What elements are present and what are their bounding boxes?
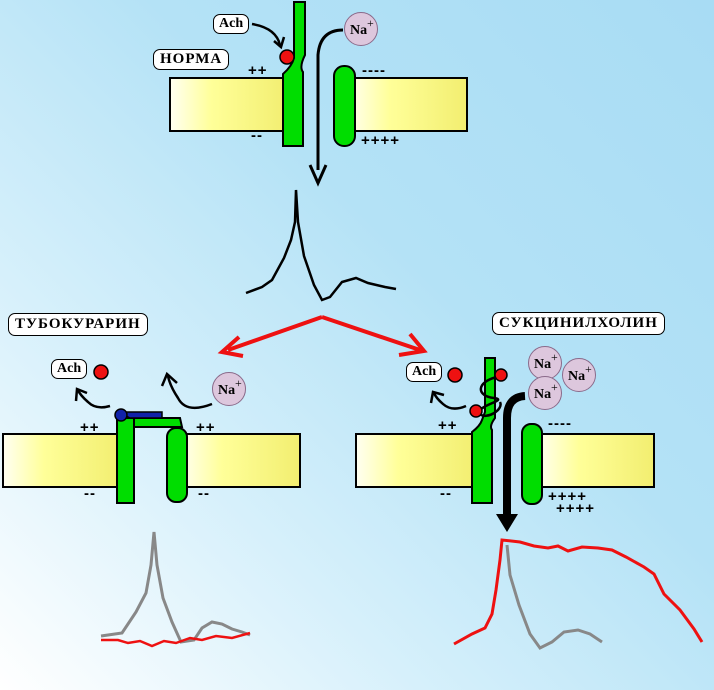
norm-sodium-influx-arrow [316, 28, 344, 170]
succ-sodium-symbol-1: Na [534, 357, 552, 372]
succ-charge-minus-left: -- [440, 485, 452, 502]
tubo-channel-right [166, 427, 188, 503]
succinylcholine-panel [355, 357, 704, 650]
succ-channel-left [471, 357, 496, 504]
tubocurarine-title: ТУБОКУРАРИН [8, 313, 148, 336]
succ-sodium-charge-1: + [551, 350, 558, 364]
tubo-charge-minus-right: -- [198, 485, 210, 502]
norm-membrane-left [169, 77, 289, 132]
succ-sodium-symbol-3: Na [534, 387, 552, 402]
tubo-ach-repelled-arrow [76, 389, 111, 409]
norm-charge-minus-left: -- [251, 127, 263, 144]
tubo-membrane-left [2, 433, 121, 488]
succ-membrane-right [537, 433, 655, 488]
tubocurarine-panel [2, 364, 301, 648]
succ-reference-trace [505, 544, 603, 650]
tubo-sodium-symbol: Na [218, 383, 236, 398]
norm-channel-right [333, 65, 356, 147]
succ-sodium-ion-1: Na + [528, 346, 562, 380]
succ-sodium-symbol-2: Na [568, 369, 586, 384]
tubo-sodium-charge: + [235, 376, 242, 390]
tubo-channel-left [116, 417, 135, 504]
succinylcholine-molecule [478, 375, 502, 418]
succ-charge-minus-right: ---- [548, 415, 572, 432]
tubo-sodium-repelled-arrow [166, 375, 213, 410]
branch-arrows [217, 315, 428, 358]
norm-ach-label: Ach [213, 14, 250, 34]
norm-ach-arrow [251, 22, 282, 46]
succ-sodium-charge-3: + [551, 380, 558, 394]
norm-sodium-symbol: Na [350, 23, 368, 38]
norm-title: НОРМА [153, 49, 230, 70]
succ-sodium-charge-2: + [585, 362, 592, 376]
succ-charge-plus-right-1: ++++ [548, 488, 588, 505]
tubo-charge-minus-left: -- [84, 485, 96, 502]
succ-sodium-influx-arrow [503, 392, 526, 516]
tubo-ach-molecule [93, 364, 109, 380]
tubo-reference-trace [100, 531, 251, 644]
succ-sodium-ion-2: Na + [562, 358, 596, 392]
norm-charge-plus-left: ++ [248, 62, 268, 79]
norm-action-potential-trace [245, 189, 397, 302]
succ-sodium-ion-3: Na + [528, 376, 562, 410]
succ-depolarization-trace [453, 538, 704, 646]
tubo-channel-cap [133, 417, 184, 428]
succ-channel-right [521, 423, 543, 505]
norm-sodium-charge: + [367, 16, 374, 30]
succ-membrane-left [355, 433, 477, 488]
norm-ach-molecule [279, 49, 295, 65]
norm-membrane-right [347, 77, 468, 132]
norm-panel [169, 1, 468, 302]
norm-sodium-ion: Na + [344, 12, 378, 46]
tubo-sodium-ion: Na + [212, 372, 246, 406]
succ-ach-molecule [447, 367, 463, 383]
tubo-membrane-right [179, 433, 301, 488]
tubo-blocked-trace [101, 631, 251, 648]
succ-ach-repelled-arrow [432, 392, 467, 410]
succinylcholine-title: СУКЦИНИЛХОЛИН [492, 312, 665, 335]
succ-charge-plus-left: ++ [438, 417, 458, 434]
norm-channel-left [282, 1, 306, 147]
tubo-ach-label: Ach [51, 359, 88, 379]
succ-charge-plus-right-2: ++++ [556, 500, 596, 517]
tubo-charge-plus-left: ++ [80, 419, 100, 436]
tubo-charge-plus-right: ++ [196, 419, 216, 436]
norm-charge-minus-right: ---- [362, 62, 386, 79]
succ-ach-label: Ach [406, 362, 443, 382]
norm-charge-plus-right: ++++ [361, 132, 401, 149]
